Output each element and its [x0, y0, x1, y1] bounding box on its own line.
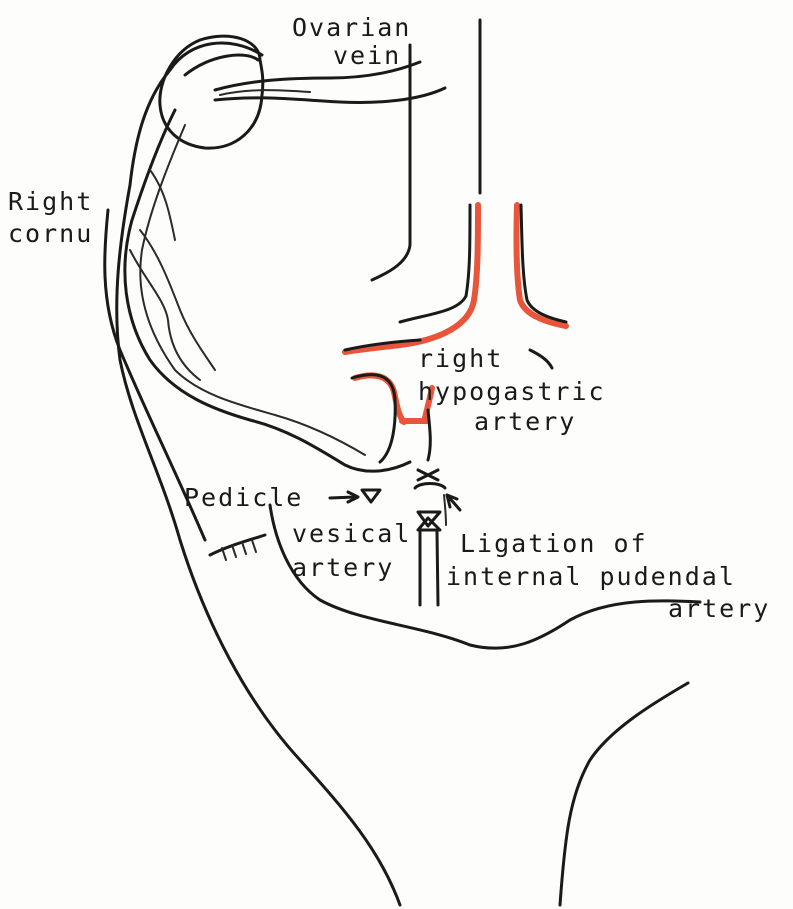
ligation-arrow [447, 495, 460, 510]
pelvic-outline-right [560, 683, 688, 905]
label-pedicle: Pedicle [184, 484, 303, 511]
label-ovarian-vein-1: Ovarian [292, 14, 411, 41]
ovarian-vein-line [372, 45, 410, 280]
pedicle-tie [362, 490, 380, 502]
hypogastric-right-stub [530, 350, 552, 368]
pudendal-center [444, 495, 446, 525]
ligature-top [418, 470, 438, 480]
hypogastric-right-wall [521, 205, 566, 322]
label-vesical-1: vesical [292, 520, 411, 547]
ligature-bottom [418, 512, 440, 530]
uterine-vessel-loop [125, 110, 410, 471]
ovarian-vessel-mid [220, 90, 310, 95]
label-ligation-3: artery [668, 595, 770, 622]
label-hypogastric-2: hypogastric [418, 378, 606, 405]
cornu-lobe [160, 36, 263, 148]
tortuous-vessel-2 [140, 230, 215, 370]
uterine-vessel-loop-inner [140, 125, 365, 455]
pedicle-arrow-line [330, 497, 355, 498]
ligature-knot [415, 484, 445, 489]
label-hypogastric-3: artery [474, 408, 576, 435]
hypogastric-branch-right [428, 410, 430, 460]
label-vesical-2: artery [292, 554, 394, 581]
highlight-branch-left [355, 375, 404, 422]
label-hypogastric-1: right [418, 345, 503, 372]
label-right-cornu-2: cornu [8, 220, 93, 247]
tortuous-vessel-1 [130, 250, 200, 380]
uterine-outline-left [117, 43, 400, 905]
vessel-outlines [105, 20, 700, 905]
label-ligation-2: internal pudendal [446, 563, 736, 590]
label-ligation-1: Ligation of [460, 530, 648, 557]
pudendal-right [437, 532, 438, 605]
hypogastric-branch [352, 375, 395, 462]
label-right-cornu-1: Right [8, 188, 93, 215]
label-ovarian-vein-2: vein [333, 42, 401, 69]
cornu-lobe-inner [185, 55, 258, 75]
